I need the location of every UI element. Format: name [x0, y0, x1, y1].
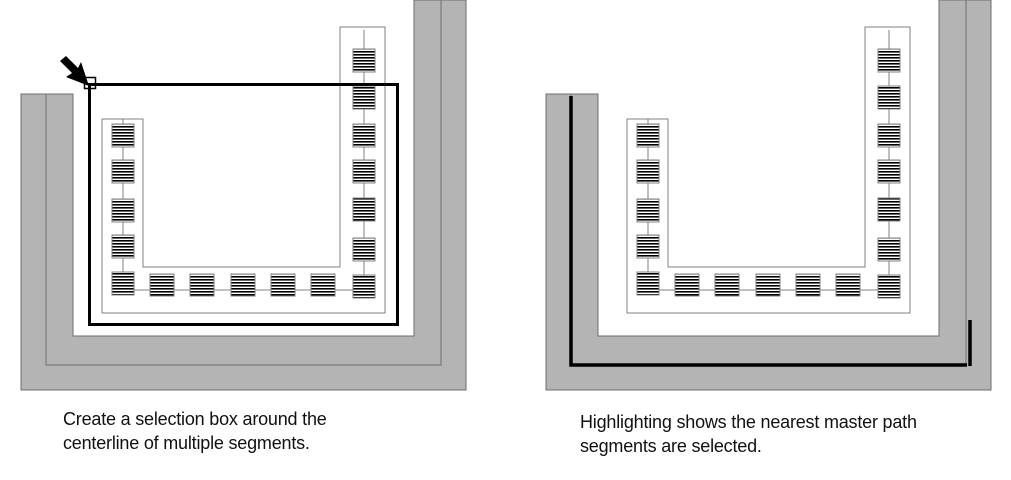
pad [352, 274, 376, 299]
pad [795, 273, 821, 297]
pad [111, 198, 135, 223]
pad [230, 273, 256, 297]
pad [877, 237, 901, 262]
pad [636, 234, 660, 259]
component-outline [101, 26, 386, 314]
component-outline [626, 26, 911, 314]
master-path-shape [20, 0, 467, 391]
pad [111, 234, 135, 259]
pad-connection-line [647, 30, 890, 291]
pad [270, 273, 296, 297]
pad-group [111, 48, 376, 299]
pad [877, 123, 901, 148]
pad [636, 198, 660, 223]
pad [636, 123, 660, 148]
pad [877, 159, 901, 184]
master-path-shape [545, 0, 992, 391]
pad [111, 159, 135, 184]
pad [111, 123, 135, 148]
master-path-centerline [45, 0, 442, 366]
pad [352, 123, 376, 148]
pad [755, 273, 781, 297]
pad-connection-line [122, 30, 365, 291]
pad [877, 85, 901, 110]
pad [714, 273, 740, 297]
pad [877, 274, 901, 299]
pad [352, 159, 376, 184]
pad [674, 273, 700, 297]
cursor-arrow-icon [60, 56, 89, 86]
panel-after [545, 0, 992, 391]
selection-box [88, 83, 399, 326]
caption-before-line-1: Create a selection box around the [63, 409, 327, 429]
pad [149, 273, 175, 297]
panel-before [20, 0, 467, 391]
caption-before-line-2: centerline of multiple segments. [63, 433, 310, 453]
pad [111, 271, 135, 296]
diagram-canvas [20, 0, 992, 391]
pad [835, 273, 861, 297]
pad [352, 48, 376, 73]
caption-after-line-2: segments are selected. [580, 436, 762, 456]
pad [189, 273, 215, 297]
caption-after-line-1: Highlighting shows the nearest master pa… [580, 412, 917, 432]
pad [877, 48, 901, 73]
caption-before: Create a selection box around the center… [63, 407, 423, 455]
selected-segment-highlight [569, 96, 967, 367]
caption-after: Highlighting shows the nearest master pa… [580, 410, 1000, 458]
pad [352, 197, 376, 222]
pad-group [636, 48, 901, 299]
pad [352, 237, 376, 262]
pad [352, 85, 376, 110]
pad [310, 273, 336, 297]
pad [636, 271, 660, 296]
pad [636, 159, 660, 184]
pad [877, 197, 901, 222]
